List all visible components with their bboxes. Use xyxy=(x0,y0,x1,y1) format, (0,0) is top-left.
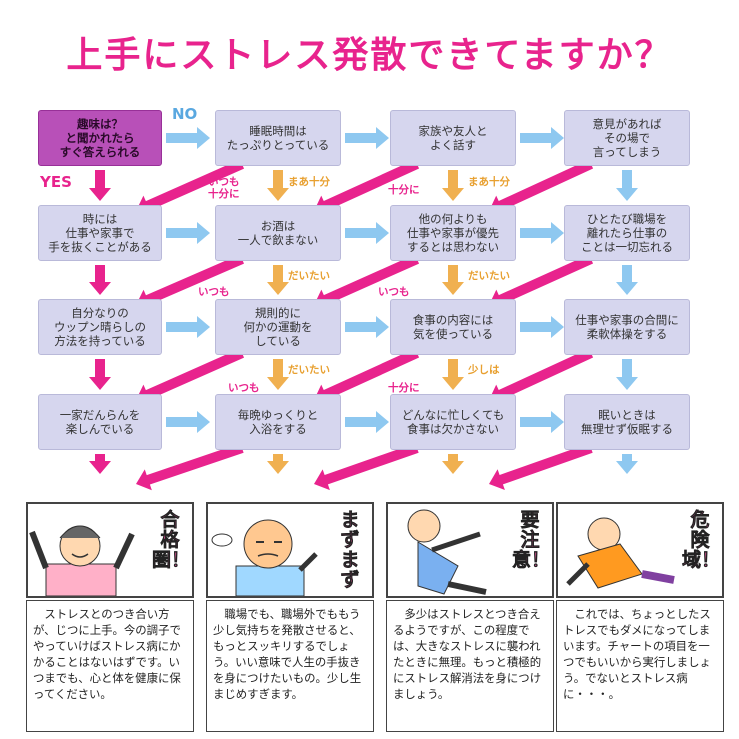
arrow-mid-col1-r0 xyxy=(267,170,289,201)
flowchart-arrows xyxy=(89,127,638,491)
label-always: いつも xyxy=(198,286,230,298)
arrow-no-r2c2 xyxy=(520,316,564,338)
label-usually: だいたい xyxy=(288,270,330,282)
page-title: 上手にストレス発散できてますか？ xyxy=(66,35,673,76)
arrow-yes-col0-r1 xyxy=(89,265,111,295)
arrow-diag-b-r1 xyxy=(314,254,420,310)
question-hobby: 趣味は？ と聞かれたら すぐ答えられる xyxy=(38,110,162,166)
label-mostly-enough: まあ十分 xyxy=(288,176,330,188)
happy-person-icon xyxy=(29,525,135,597)
result-image-danger: 危険域！ xyxy=(556,502,724,598)
arrow-diag-b-r2 xyxy=(314,348,420,405)
stressed-person-icon xyxy=(407,509,487,595)
arrow-no-col3-r1 xyxy=(616,265,638,295)
label-usually-3: だいたい xyxy=(288,364,330,376)
arrow-no-r2c0 xyxy=(166,316,210,338)
arrow-diag-b-r3 xyxy=(314,443,419,491)
arrow-no-r0c2 xyxy=(520,127,564,149)
arrow-no-r0c0 xyxy=(166,127,210,149)
label-usually-2: だいたい xyxy=(468,270,510,282)
arrow-no-r3c1 xyxy=(345,411,389,433)
label-a-little: 少しは xyxy=(468,364,500,376)
arrow-diag-b-r0 xyxy=(314,159,420,216)
arrow-no-col3-r3 xyxy=(616,454,638,474)
label-mostly-enough-2: まあ十分 xyxy=(468,176,510,188)
arrow-yes-col0-r3 xyxy=(89,454,111,474)
clapping-person-icon xyxy=(211,519,318,597)
question-family: 一家だんらんを 楽しんでいる xyxy=(38,394,162,450)
question-diet: 食事の内容には 気を使っている xyxy=(390,299,516,355)
arrow-no-r1c0 xyxy=(166,222,210,244)
arrow-no-col3-r0 xyxy=(616,170,638,201)
label-always-2: いつも xyxy=(378,286,410,298)
result-tag-fair: まずまず xyxy=(340,509,360,591)
question-work-priority: 他の何よりも 仕事や家事が優先 するとは思わない xyxy=(390,205,516,261)
result-text-danger: これでは、ちょっとしたストレスでもダメになってしまいます。チャートの項目を一つで… xyxy=(556,600,724,732)
question-forget-work: ひとたび職場を 離れたら仕事の ことは一切忘れる xyxy=(564,205,690,261)
arrow-no-col3-r2 xyxy=(616,359,638,390)
label-yes: YES xyxy=(40,173,72,191)
question-stretch: 仕事や家事の合間に 柔軟体操をする xyxy=(564,299,690,355)
arrow-no-r2c1 xyxy=(345,316,389,338)
question-exercise: 規則的に 何かの運動を している xyxy=(215,299,341,355)
arrow-diag-a-r1 xyxy=(136,254,244,310)
label-enough: 十分に xyxy=(388,184,420,196)
collapsed-person-icon xyxy=(566,517,675,589)
arrow-yes-col0-r2 xyxy=(89,359,111,390)
question-stress-relief: 自分なりの ウップン晴らしの 方法を持っている xyxy=(38,299,162,355)
result-image-pass: 合格圏！ xyxy=(26,502,194,598)
question-nap: 眠いときは 無理せず仮眠する xyxy=(564,394,690,450)
label-always-3: いつも xyxy=(228,382,260,394)
question-meals: どんなに忙しくても 食事は欠かさない xyxy=(390,394,516,450)
result-tag-danger: 危険域！ xyxy=(682,509,721,571)
result-image-caution: 要注意！ xyxy=(386,502,554,598)
question-talk: 家族や友人と よく話す xyxy=(390,110,516,166)
arrow-mid-col1-r3 xyxy=(267,454,289,474)
arrow-mid-col2-r1 xyxy=(442,265,464,295)
arrow-diag-a-r3 xyxy=(136,443,244,491)
arrow-mid-col2-r0 xyxy=(442,170,464,201)
arrow-mid-col1-r1 xyxy=(267,265,289,295)
arrow-mid-col2-r2 xyxy=(442,359,464,390)
result-tag-pass: 合格圏！ xyxy=(152,509,191,571)
arrow-diag-a-r0 xyxy=(136,159,245,216)
arrow-diag-a-r2 xyxy=(136,348,245,405)
flowchart-panel: 趣味は？ と聞かれたら すぐ答えられる 睡眠時間は たっぷりとっている 家族や友… xyxy=(22,92,719,496)
result-text-caution: 多少はストレスとつき合えるようですが、この程度では、大きなストレスに襲われたとき… xyxy=(386,600,554,732)
result-text-fair: 職場でも、職場外でももう少し気持ちを発散させると、もっとスッキリするでしょう。い… xyxy=(206,600,374,732)
arrow-no-r0c1 xyxy=(345,127,389,149)
question-bath: 毎晩ゆっくりと 入浴をする xyxy=(215,394,341,450)
arrow-diag-c-r3 xyxy=(489,443,593,491)
arrow-no-r1c1 xyxy=(345,222,389,244)
arrow-no-r1c2 xyxy=(520,222,564,244)
label-enough-2: 十分に xyxy=(388,382,420,394)
arrow-no-r3c0 xyxy=(166,411,210,433)
result-tag-caution: 要注意！ xyxy=(512,509,551,571)
arrow-mid-col2-r3 xyxy=(442,454,464,474)
label-no: NO xyxy=(172,105,198,123)
result-image-fair: まずまず xyxy=(206,502,374,598)
arrow-no-r3c2 xyxy=(520,411,564,433)
question-alcohol: お酒は 一人で飲まない xyxy=(215,205,341,261)
label-always-enough: いつも 十分に xyxy=(208,176,240,200)
question-sleep: 睡眠時間は たっぷりとっている xyxy=(215,110,341,166)
arrow-diag-c-r2 xyxy=(489,348,594,405)
arrow-yes-col0-r0 xyxy=(89,170,111,201)
question-opinion: 意見があれば その場で 言ってしまう xyxy=(564,110,690,166)
arrow-diag-c-r0 xyxy=(489,159,594,216)
question-slack: 時には 仕事や家事で 手を抜くことがある xyxy=(38,205,162,261)
arrow-diag-c-r1 xyxy=(489,254,594,310)
result-text-pass: ストレスとのつき合い方が、じつに上手。今の調子でやっていけばストレス病にかかるこ… xyxy=(26,600,194,732)
arrow-mid-col1-r2 xyxy=(267,359,289,390)
